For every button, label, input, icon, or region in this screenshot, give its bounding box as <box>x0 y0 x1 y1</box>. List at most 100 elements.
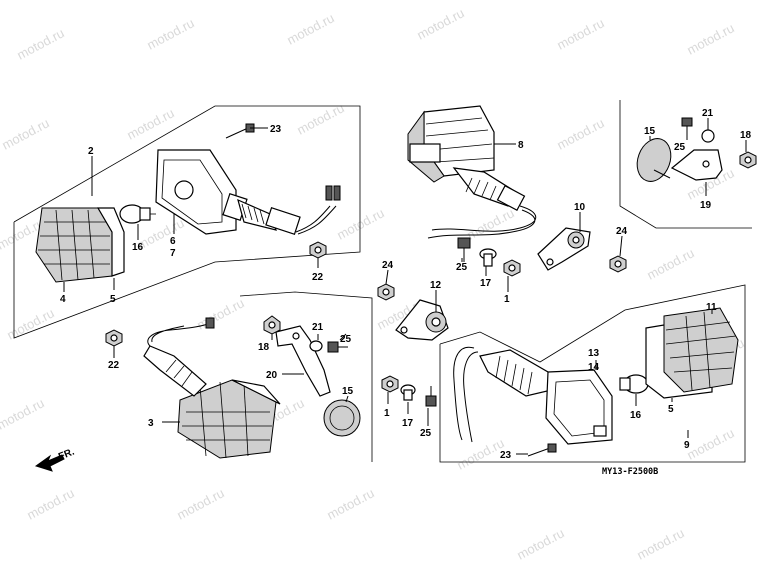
bolt-25-bottom <box>425 386 437 407</box>
callout-24: 24 <box>382 260 394 271</box>
watermark-text: motod.ru <box>684 425 736 462</box>
callout-2: 2 <box>88 146 94 157</box>
group-outline-rear-left <box>439 284 746 463</box>
callout-9: 9 <box>684 440 690 451</box>
watermark-text: motod.ru <box>644 245 696 282</box>
callout-17: 17 <box>480 278 492 289</box>
rear-signal-assembly-3 <box>143 317 281 459</box>
bracket-19 <box>670 149 723 181</box>
callout-24: 24 <box>616 226 628 237</box>
watermark-text: motod.ru <box>174 485 226 522</box>
watermark-text: motod.ru <box>334 205 386 242</box>
callout-23: 23 <box>270 124 282 135</box>
callout-11: 11 <box>706 302 717 313</box>
front-housing-assembly <box>155 149 341 235</box>
callout-22: 22 <box>312 272 324 283</box>
callout-18: 18 <box>258 342 270 353</box>
watermark-text: motod.ru <box>634 525 686 562</box>
callout-14: 14 <box>588 362 600 373</box>
callout-25: 25 <box>456 262 468 273</box>
callout-16: 16 <box>132 242 144 253</box>
nut-24-mid-right <box>609 255 627 273</box>
arrow-left-icon <box>34 454 65 472</box>
direction-label: FR. <box>57 446 76 462</box>
leader-lines <box>63 118 747 455</box>
callout-6: 6 <box>170 236 176 247</box>
callout-23: 23 <box>500 450 512 461</box>
callout-12: 12 <box>430 280 442 291</box>
group-outline-bracket-left <box>239 291 373 462</box>
watermark-text: motod.ru <box>414 5 466 42</box>
callout-19: 19 <box>700 200 712 211</box>
callout-15: 15 <box>644 126 656 137</box>
front-direction-indicator: FR. <box>34 446 76 472</box>
callout-5: 5 <box>110 294 116 305</box>
bulb-assembly-left <box>119 204 156 224</box>
watermark-text: motod.ru <box>144 15 196 52</box>
watermark-text: motod.ru <box>464 205 516 242</box>
watermark-text: motod.ru <box>324 485 376 522</box>
watermark-text: motod.ru <box>684 20 736 57</box>
front-signal-assembly-8 <box>407 105 537 239</box>
watermark-layer: motod.ru motod.ru motod.ru motod.ru moto… <box>0 5 747 562</box>
callout-25: 25 <box>340 334 352 345</box>
reflector-15-top <box>636 138 672 182</box>
watermark-text: motod.ru <box>24 485 76 522</box>
rim-part-5 <box>96 207 125 277</box>
callout-1: 1 <box>504 294 510 305</box>
callout-8: 8 <box>518 140 524 151</box>
lens-part-11 <box>663 307 739 393</box>
callout-16: 16 <box>630 410 642 421</box>
callout-3: 3 <box>148 418 154 429</box>
front-lens-assembly <box>35 207 125 283</box>
bolt-25-top <box>457 237 471 262</box>
housing-part-6 <box>155 149 237 235</box>
watermark-text: motod.ru <box>14 25 66 62</box>
bracket-20 <box>275 325 331 397</box>
lens-part-4 <box>35 207 113 283</box>
callout-25: 25 <box>420 428 432 439</box>
watermark-text: motod.ru <box>554 115 606 152</box>
group-outlines <box>13 100 752 463</box>
screw-23-bottom <box>527 443 557 457</box>
rear-lens-assembly <box>645 307 739 399</box>
nut-22-bottom <box>105 329 123 347</box>
callout-1: 1 <box>384 408 390 419</box>
nut-1-bottom <box>381 375 399 393</box>
watermark-text: motod.ru <box>554 15 606 52</box>
callout-labels: 2 4 5 16 6 7 23 22 8 10 24 25 17 1 24 12… <box>60 108 752 461</box>
rear-housing-assembly <box>453 346 613 445</box>
callout-17: 17 <box>402 418 414 429</box>
group-outline-rear-bracket <box>619 100 752 229</box>
screw-17-bottom <box>400 384 416 401</box>
rear-bracket-group <box>636 117 757 182</box>
callout-21: 21 <box>702 108 714 119</box>
nut-24-mid-left <box>377 283 395 301</box>
callout-7: 7 <box>170 248 176 259</box>
callout-15: 15 <box>342 386 354 397</box>
watermark-text: motod.ru <box>124 105 176 142</box>
nut-1-top <box>503 259 521 277</box>
watermark-text: motod.ru <box>4 305 56 342</box>
watermark-text: motod.ru <box>194 295 246 332</box>
watermark-text: motod.ru <box>514 525 566 562</box>
bulb-assembly-right <box>619 374 649 394</box>
callout-25: 25 <box>674 142 686 153</box>
watermark-text: motod.ru <box>284 10 336 47</box>
watermark-text: motod.ru <box>454 435 506 472</box>
diagram-code: MY13-F2500B <box>602 467 658 477</box>
callout-22: 22 <box>108 360 120 371</box>
bracket-part-10 <box>537 227 591 271</box>
callout-13: 13 <box>588 348 600 359</box>
nut-22-top <box>309 241 327 259</box>
callout-18: 18 <box>740 130 752 141</box>
reflector-15-bottom <box>323 399 361 437</box>
callout-10: 10 <box>574 202 586 213</box>
screw-17-top <box>479 248 497 267</box>
watermark-text: motod.ru <box>0 395 47 432</box>
callout-21: 21 <box>312 322 324 333</box>
watermark-text: motod.ru <box>0 115 52 152</box>
callout-5: 5 <box>668 404 674 415</box>
group-outline-front-right <box>13 105 361 339</box>
